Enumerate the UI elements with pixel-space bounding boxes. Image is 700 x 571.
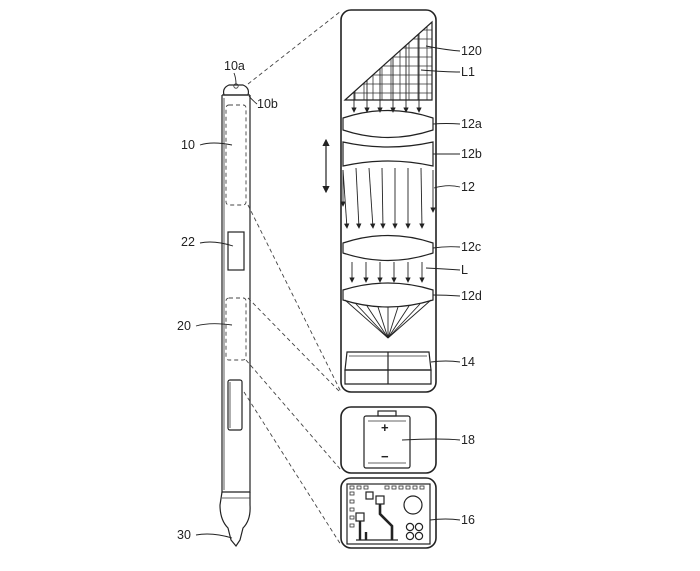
label-18: 18 bbox=[461, 433, 475, 447]
pen-cap bbox=[224, 85, 249, 95]
window-22 bbox=[228, 232, 244, 270]
battery-plus: + bbox=[381, 420, 389, 435]
middle-component-outline bbox=[226, 298, 246, 360]
label-l: L bbox=[461, 263, 468, 277]
label-12d: 12d bbox=[461, 289, 482, 303]
label-20: 20 bbox=[177, 319, 191, 333]
stylus-pen bbox=[220, 84, 250, 546]
label-16: 16 bbox=[461, 513, 475, 527]
upper-component-outline bbox=[226, 105, 246, 205]
label-10b: 10b bbox=[257, 97, 278, 111]
battery-minus: − bbox=[381, 449, 389, 464]
label-120: 120 bbox=[461, 44, 482, 58]
battery-panel: + − 18 bbox=[341, 407, 475, 473]
label-12b: 12b bbox=[461, 147, 482, 161]
label-10: 10 bbox=[181, 138, 195, 152]
label-l1: L1 bbox=[461, 65, 475, 79]
label-22: 22 bbox=[181, 235, 195, 249]
projection-lines bbox=[244, 11, 341, 545]
board-panel: 16 bbox=[341, 478, 475, 548]
label-12c: 12c bbox=[461, 240, 481, 254]
optics-panel bbox=[326, 10, 436, 392]
pen-labels: 10a 10b 10 22 20 30 bbox=[177, 59, 278, 542]
pen-tip bbox=[220, 492, 250, 546]
label-10a: 10a bbox=[224, 59, 245, 73]
label-12: 12 bbox=[461, 180, 475, 194]
label-14: 14 bbox=[461, 355, 475, 369]
label-12a: 12a bbox=[461, 117, 482, 131]
label-30: 30 bbox=[177, 528, 191, 542]
